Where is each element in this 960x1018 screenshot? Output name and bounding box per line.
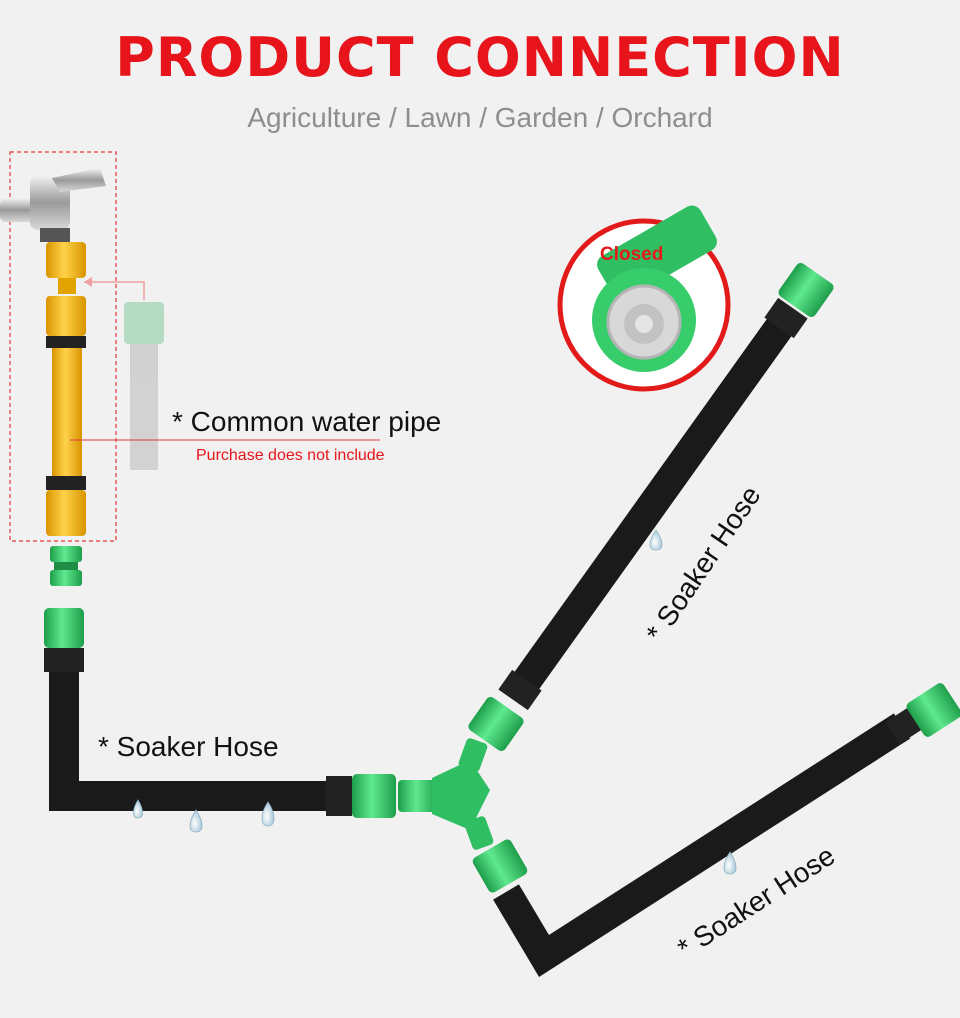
common-water-pipe — [124, 302, 164, 470]
soaker-hose-left-label: * Soaker Hose — [98, 731, 279, 762]
closed-connector-inset — [557, 205, 731, 392]
page-subtitle: Agriculture / Lawn / Garden / Orchard — [247, 102, 713, 133]
y-connector — [398, 738, 494, 850]
tap-assembly-frame — [9, 151, 117, 542]
yellow-tap-adapter — [46, 242, 86, 536]
common-pipe-label: * Common water pipe — [172, 406, 442, 437]
closed-label: Closed — [600, 244, 664, 265]
water-drop-icon — [133, 529, 737, 875]
page-title: PRODUCT CONNECTION — [115, 26, 845, 89]
soaker-hose-left — [44, 608, 396, 818]
faucet-icon — [0, 168, 106, 242]
soaker-hose-lower-right — [472, 683, 960, 978]
insert-arrow — [84, 281, 145, 300]
soaker-hose-upper-right — [468, 262, 834, 752]
double-male-connector — [50, 546, 82, 586]
not-included-note: Purchase does not include — [196, 447, 385, 464]
